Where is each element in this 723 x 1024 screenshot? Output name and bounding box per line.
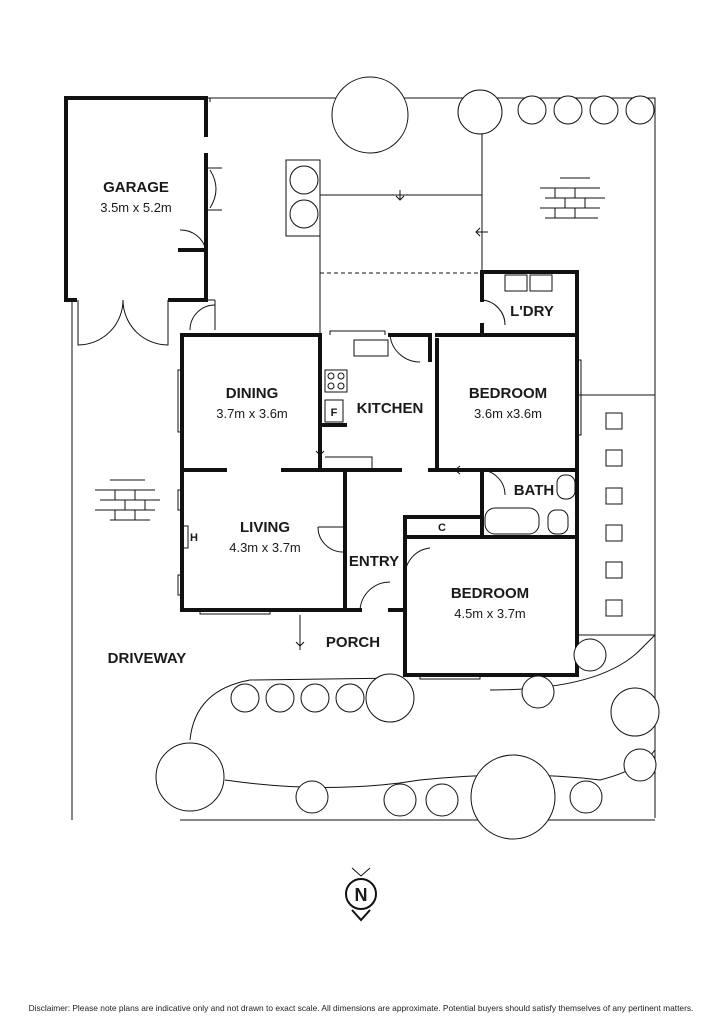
garage-label: GARAGE — [103, 179, 169, 196]
bath-label: BATH — [514, 482, 555, 499]
trees — [155, 76, 660, 840]
bedroom1-dims: 3.6m x3.6m — [474, 406, 542, 421]
dining-dims: 3.7m x 3.6m — [216, 406, 288, 421]
paving-stones — [605, 412, 623, 617]
fridge-marker: F — [331, 407, 338, 419]
cupboard-marker: C — [438, 522, 446, 534]
dining-label: DINING — [226, 385, 279, 402]
laundry-walls — [480, 270, 579, 337]
porch-label: PORCH — [326, 634, 380, 651]
courtyard — [285, 159, 488, 335]
living-dims: 4.3m x 3.7m — [229, 540, 301, 555]
compass-label: N — [355, 885, 368, 905]
bedroom1-label: BEDROOM — [469, 385, 547, 402]
entry-label: ENTRY — [349, 553, 399, 570]
heater-marker: H — [190, 532, 198, 544]
bedroom2-label: BEDROOM — [451, 585, 529, 602]
garage-walls — [64, 96, 222, 346]
garage-dims: 3.5m x 5.2m — [100, 200, 172, 215]
laundry-label: L'DRY — [510, 303, 554, 320]
kitchen-label: KITCHEN — [357, 400, 424, 417]
driveway-label: DRIVEWAY — [108, 650, 187, 667]
brick-patch — [95, 177, 605, 521]
disclaimer: Disclaimer: Please note plans are indica… — [29, 1003, 694, 1013]
house-walls — [177, 330, 582, 680]
north-compass: N — [345, 867, 377, 922]
bedroom2-dims: 4.5m x 3.7m — [454, 606, 526, 621]
living-label: LIVING — [240, 519, 290, 536]
site-boundary — [66, 97, 656, 821]
